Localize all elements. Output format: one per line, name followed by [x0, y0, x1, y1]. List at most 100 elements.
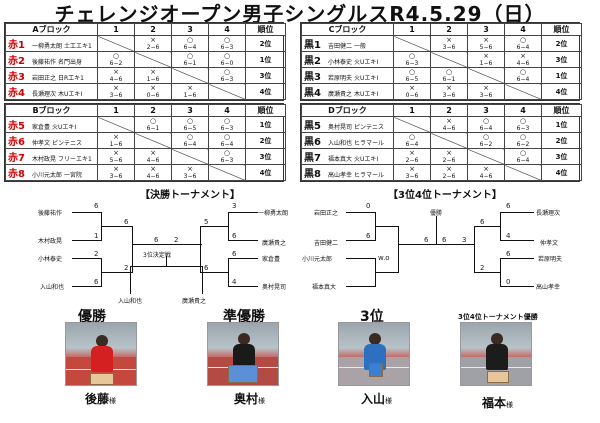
rank-cell: 4位 — [541, 164, 582, 181]
rank-cell: 4位 — [245, 164, 286, 181]
result-score: 4−6 — [442, 124, 456, 132]
photo-title-champion: 優勝 — [78, 309, 106, 325]
match-result-cell: ○6−2 — [504, 132, 542, 149]
result-score: 6−2 — [516, 140, 530, 148]
photo-title-third: 3位 — [360, 309, 384, 325]
result-score: 3−6 — [479, 91, 493, 99]
result-mark: ○ — [223, 51, 231, 60]
bracket-score: 2 — [480, 264, 485, 272]
bracket-player: 廣瀬貴之 — [182, 298, 207, 305]
result-score: 3−6 — [405, 172, 419, 180]
column-header: 順位 — [245, 23, 286, 36]
result-score: 6−4 — [220, 140, 234, 148]
bracket-score: 6 — [232, 250, 237, 258]
third-place-tournament-title: 【3位4位トーナメント】 — [388, 190, 502, 201]
player-club: 火UエキI — [353, 75, 379, 82]
result-score: 6−4 — [516, 43, 530, 51]
bracket-player: 若原明夫 — [538, 256, 563, 263]
match-result-cell: ×3−6 — [171, 164, 209, 181]
bracket-score: 6 — [506, 250, 511, 258]
result-mark: ○ — [149, 116, 157, 125]
self-match-cell — [467, 148, 505, 165]
result-mark: × — [409, 148, 415, 157]
bracket-score: 2 — [94, 250, 99, 258]
result-score: 6−5 — [405, 75, 419, 83]
self-match-cell — [208, 164, 246, 181]
rank-cell: 3位 — [541, 51, 582, 68]
result-mark: × — [187, 164, 193, 173]
player-club: ヒラマール — [353, 172, 384, 179]
match-result-cell: ×0−6 — [393, 83, 431, 100]
result-score: 4−6 — [146, 156, 160, 164]
column-header: 1 — [97, 104, 135, 117]
player-cell: 赤1 一柳勇太朗 土工エキ1 — [5, 35, 98, 52]
result-mark: ○ — [223, 132, 231, 141]
result-score: 6−2 — [109, 59, 123, 67]
match-result-cell: ○6−1 — [134, 116, 172, 133]
bracket-score: 6 — [124, 218, 129, 226]
result-mark: × — [483, 51, 489, 60]
result-mark: ○ — [223, 35, 231, 44]
result-mark: ○ — [186, 116, 194, 125]
self-match-cell — [504, 164, 542, 181]
rank-cell: 1位 — [541, 116, 582, 133]
player-name: 仲孝文 — [32, 140, 51, 147]
column-header: 4 — [504, 23, 542, 36]
result-score: 6−2 — [479, 140, 493, 148]
match-result-cell: ○6−3 — [504, 116, 542, 133]
photo-consolation — [460, 322, 532, 386]
match-result-cell: ×1−6 — [467, 51, 505, 68]
rank-cell: 3位 — [245, 148, 286, 165]
result-mark: ○ — [408, 132, 416, 141]
player-club: ピンテニス — [51, 140, 82, 147]
player-name: 一柳勇太朗 — [32, 43, 63, 50]
player-club: 土工エキ1 — [63, 43, 92, 50]
bracket-player: 入山和也 — [118, 298, 143, 305]
column-header: 2 — [430, 104, 468, 117]
bracket-player: 入山和也 — [40, 284, 65, 291]
result-score: 6−3 — [405, 59, 419, 67]
column-header: 2 — [134, 23, 172, 36]
column-header: 4 — [208, 104, 246, 117]
player-club: 火UエキI — [51, 124, 77, 131]
player-name: 小林泰史 — [328, 59, 353, 66]
bracket-score: 6 — [204, 264, 209, 272]
match-result-cell: ○6−4 — [393, 132, 431, 149]
result-score: 0−6 — [146, 91, 160, 99]
result-mark: × — [150, 83, 156, 92]
result-mark: ○ — [223, 67, 231, 76]
rank-cell: 2位 — [541, 35, 582, 52]
match-result-cell: ×5−6 — [467, 35, 505, 52]
result-mark: ○ — [186, 35, 194, 44]
result-mark: × — [520, 51, 526, 60]
match-result-cell: ○6−4 — [171, 35, 209, 52]
player-id: 赤1 — [8, 40, 25, 51]
result-mark: × — [187, 83, 193, 92]
player-club: 火UエキI — [353, 59, 379, 66]
result-mark: ○ — [408, 67, 416, 76]
result-score: 6−3 — [516, 124, 530, 132]
player-club: ピンテニス — [353, 124, 384, 131]
player-club: フリーエキ1 — [57, 156, 92, 163]
result-score: 6−4 — [183, 43, 197, 51]
result-mark: ○ — [223, 148, 231, 157]
match-result-cell: ×3−6 — [430, 83, 468, 100]
player-name: 岩田正之 — [32, 75, 57, 82]
match-result-cell: ○6−4 — [504, 148, 542, 165]
self-match-cell — [208, 83, 246, 100]
player-club: 木UエキI — [57, 91, 83, 98]
